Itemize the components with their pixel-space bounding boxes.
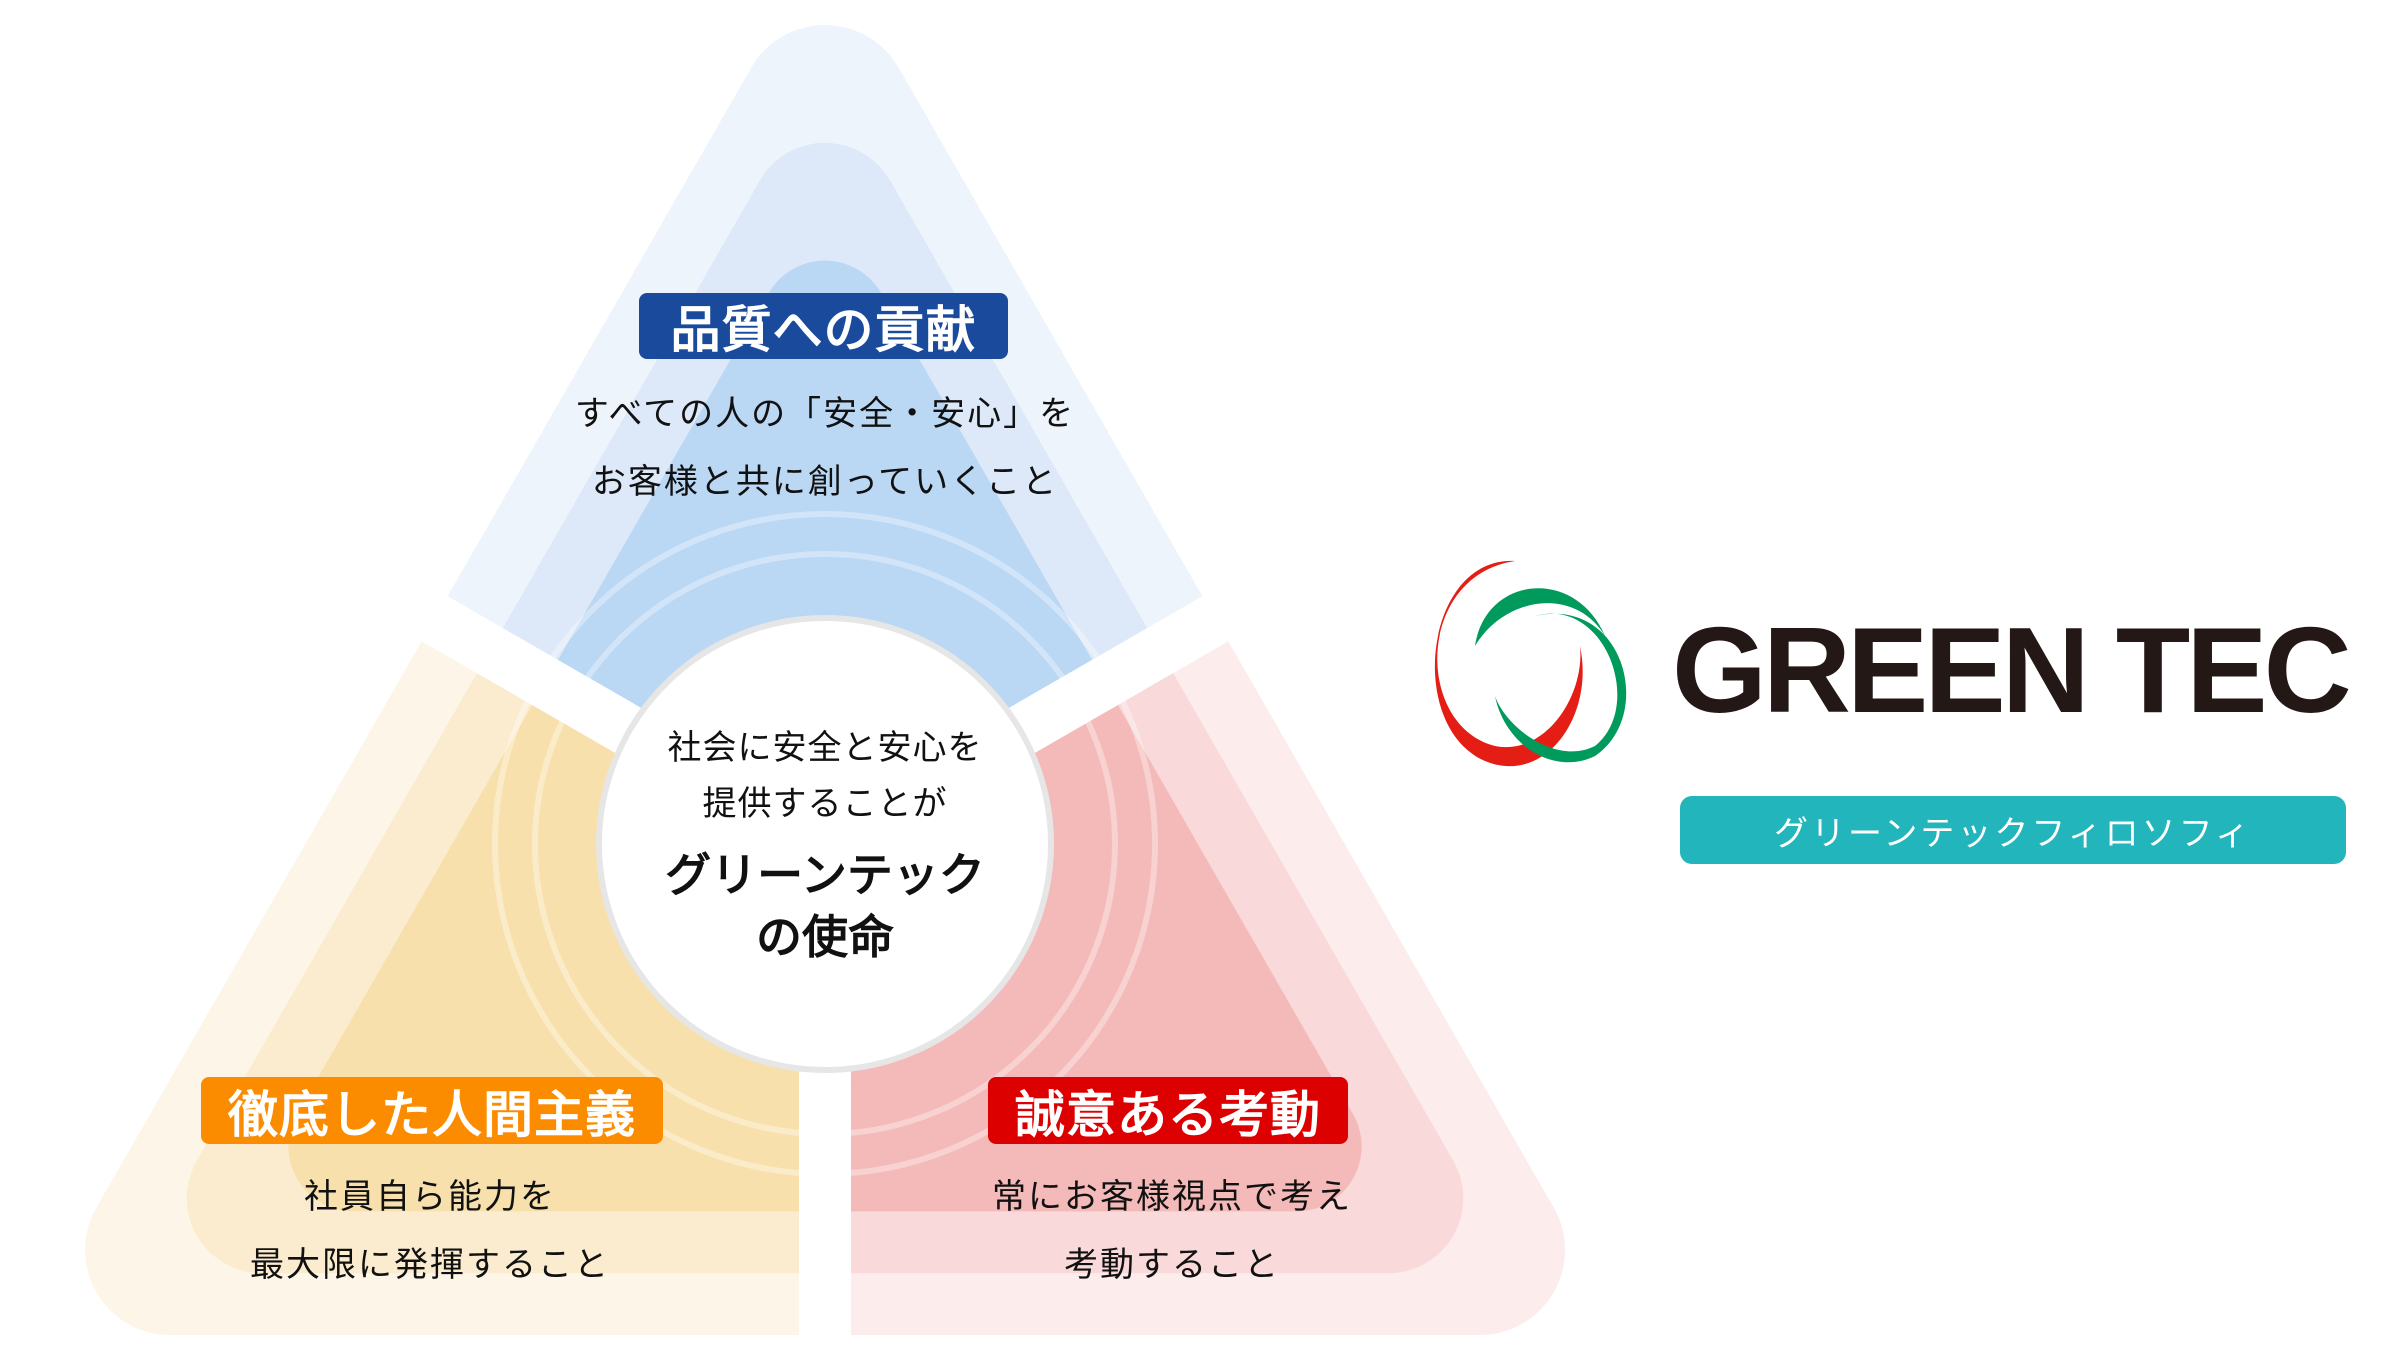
philosophy-badge: グリーンテックフィロソフィ <box>1680 796 2346 864</box>
ring-arcs <box>492 511 1158 1177</box>
center-circle <box>596 615 1054 1073</box>
quality-contribution-label: 品質への貢献 <box>639 293 1008 359</box>
description-line: 考動すること <box>1064 1245 1280 1285</box>
mission-title-line: グリーンテック <box>665 848 985 902</box>
description-line: すべての人の「安全・安心」を <box>574 394 1076 434</box>
quality-contribution-description: すべての人の「安全・安心」を お客様と共に創っていくこと <box>475 380 1175 516</box>
thorough-humanism-label: 徹底した人間主義 <box>201 1077 663 1144</box>
description-line: お客様と共に創っていくこと <box>591 462 1059 502</box>
mission-title: グリーンテック の使命 <box>625 844 1025 968</box>
mission-sub-line: 社会に安全と安心を <box>667 728 983 768</box>
sincere-action-label: 誠意ある考動 <box>988 1077 1348 1144</box>
mission-statement: 社会に安全と安心を 提供することが グリーンテック の使命 <box>625 720 1025 968</box>
description-line: 最大限に発揮すること <box>250 1245 610 1285</box>
thorough-humanism-description: 社員自ら能力を 最大限に発揮すること <box>130 1163 730 1299</box>
sincere-action-description: 常にお客様視点で考え 考動すること <box>872 1163 1472 1299</box>
description-line: 常にお客様視点で考え <box>992 1177 1352 1217</box>
mission-title-line: の使命 <box>756 910 894 964</box>
mission-sub-line: 提供することが <box>702 784 948 824</box>
green-tec-logo-mark <box>1434 560 1627 767</box>
description-line: 社員自ら能力を <box>304 1177 556 1217</box>
brand-name: GREEN TEC <box>1672 602 2352 738</box>
